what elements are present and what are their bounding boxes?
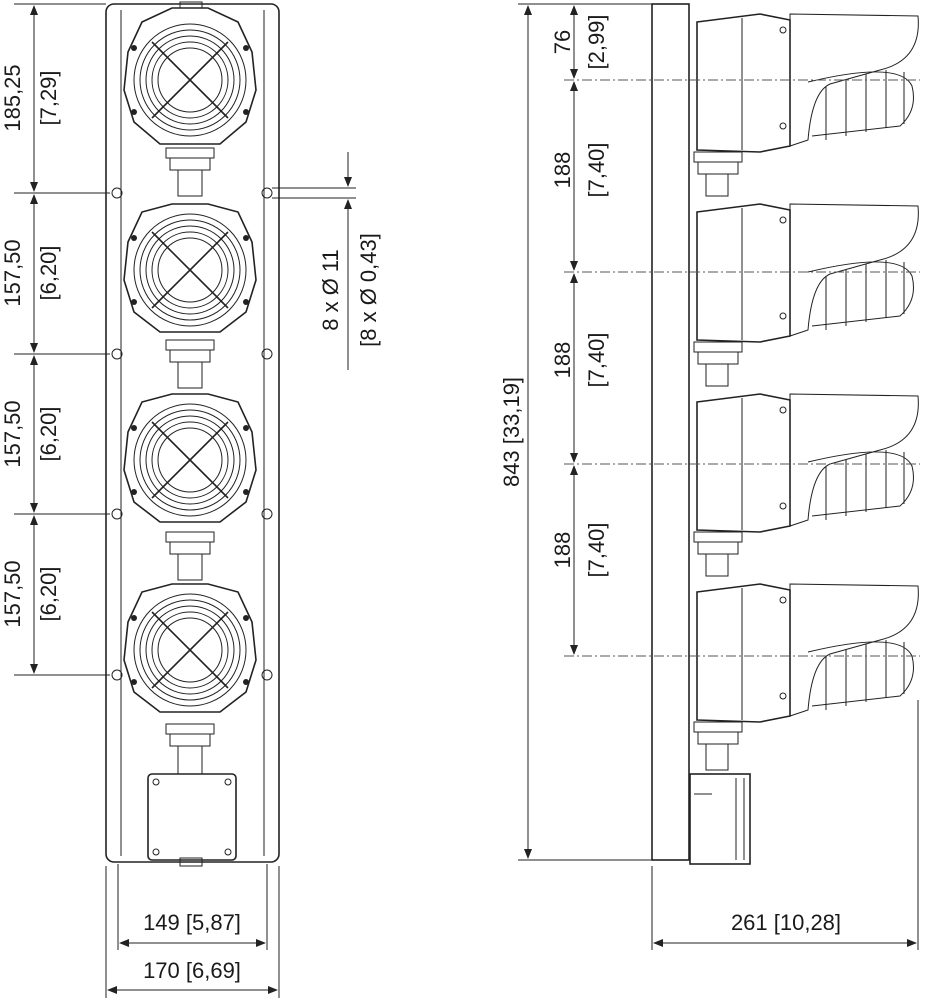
pitch-2-value: 188 (550, 342, 575, 379)
mounting-hole (261, 508, 273, 520)
mounting-holes (111, 187, 273, 681)
dim-front-3-imperial: [6,20] (36, 406, 61, 461)
mounting-hole (111, 187, 123, 199)
mounting-hole (261, 669, 273, 681)
pitch-1-imperial: [7,40] (584, 142, 609, 197)
dim-front-2-imperial: [6,20] (36, 245, 61, 300)
inner-width-dimension: 149 [5,87] (143, 910, 241, 935)
mounting-plate (105, 3, 280, 863)
front-left-dimension-chain: 185,25 [7,29] 157,50 [6,20] 157,50 [6,20… (0, 3, 110, 676)
front-view: 185,25 [7,29] 157,50 [6,20] 157,50 [6,20… (0, 1, 381, 998)
pitch-3-value: 188 (550, 532, 575, 569)
top-offset-dimension: 76 [2,99] (550, 5, 609, 79)
top-tab (179, 1, 203, 9)
pitch-1-value: 188 (550, 152, 575, 189)
dim-front-3-value: 157,50 (0, 400, 25, 467)
front-coupling-2 (165, 339, 215, 389)
front-coupling-3 (165, 531, 215, 581)
pitch-2-imperial: [7,40] (584, 332, 609, 387)
side-view: 843 [33,19] 76 [2,99] 188 [7,40] 188 [7,… (499, 3, 920, 950)
side-lamp-2 (693, 203, 919, 387)
pitch-dimensions: 188 [7,40] 188 [7,40] 188 [7,40] (550, 81, 609, 655)
front-coupling-1 (165, 147, 215, 197)
overall-height-label: 843 [33,19] (499, 377, 524, 487)
dim-front-4-value: 157,50 (0, 560, 25, 627)
dim-front-1-value: 185,25 (0, 64, 25, 131)
side-lamp-4 (693, 583, 919, 771)
mounting-hole (261, 348, 273, 360)
lamp-centre-lines (564, 79, 920, 657)
front-lamp-4 (123, 583, 257, 713)
side-junction-box (689, 773, 751, 865)
hole-callout-imperial: [8 x Ø 0,43] (356, 233, 381, 347)
depth-label: 261 [10,28] (731, 910, 841, 935)
side-lamp-3 (693, 393, 919, 577)
overall-height-dimension: 843 [33,19] (499, 3, 652, 861)
top-offset-imperial: [2,99] (584, 14, 609, 69)
mounting-hole (261, 187, 273, 199)
mounting-hole (111, 508, 123, 520)
hole-callout: 8 x Ø 11 [8 x Ø 0,43] (272, 152, 381, 370)
side-lamp-1 (693, 13, 919, 197)
mounting-hole (111, 669, 123, 681)
dim-front-4-imperial: [6,20] (36, 566, 61, 621)
hole-callout-metric: 8 x Ø 11 (318, 249, 343, 331)
outer-width-dimension: 170 [6,69] (143, 958, 241, 983)
front-coupling-4 (165, 723, 215, 775)
mounting-hole (111, 348, 123, 360)
front-lamp-1 (123, 7, 257, 145)
front-junction-box (147, 773, 237, 861)
top-offset-value: 76 (550, 30, 575, 54)
front-bottom-dimensions: 149 [5,87] 170 [6,69] (105, 864, 280, 998)
bottom-tab (179, 857, 203, 867)
depth-dimension: 261 [10,28] (651, 700, 919, 950)
dim-front-1-imperial: [7,29] (36, 70, 61, 125)
pitch-3-imperial: [7,40] (584, 522, 609, 577)
front-lamp-2 (123, 203, 257, 333)
dim-front-2-value: 157,50 (0, 239, 25, 306)
side-plate (651, 3, 690, 861)
front-lamp-3 (123, 393, 257, 523)
